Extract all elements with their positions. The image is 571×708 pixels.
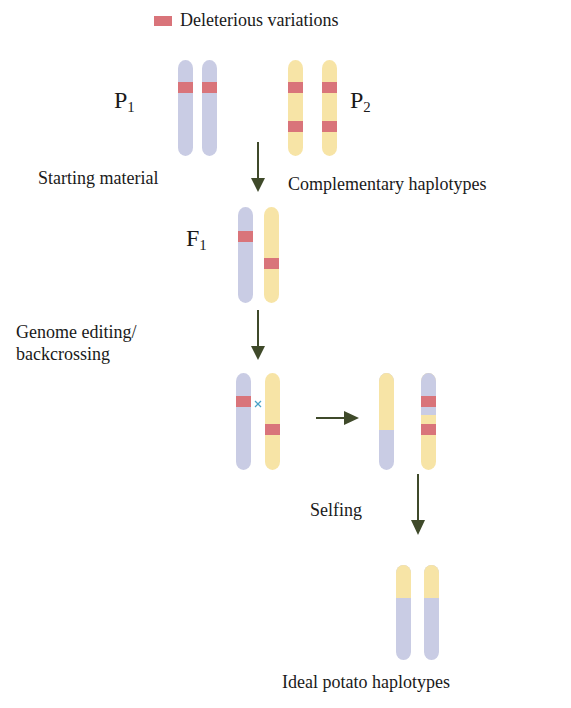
chromosome <box>421 373 436 470</box>
chromosome <box>265 373 280 470</box>
generation-label: P1 <box>114 86 135 117</box>
chromosome <box>322 60 337 156</box>
step-label: Genome editing/ backcrossing <box>16 322 151 365</box>
chromosome <box>424 565 439 660</box>
step-label: Complementary haplotypes <box>288 174 486 196</box>
step-label: Ideal potato haplotypes <box>282 672 450 694</box>
chromosome <box>202 60 217 156</box>
crossover-mark <box>255 401 261 407</box>
arrows <box>251 142 425 535</box>
chromosome <box>379 373 394 470</box>
chromosome <box>178 60 193 156</box>
legend-text: Deleterious variations <box>180 10 338 32</box>
generation-label: F1 <box>186 224 207 255</box>
chromosome <box>264 207 279 303</box>
chromosome <box>288 60 303 156</box>
chromosome <box>396 565 411 660</box>
chromosome <box>238 207 253 303</box>
chromosome <box>236 373 251 470</box>
generation-label: P2 <box>350 86 371 117</box>
step-label: Selfing <box>310 500 362 522</box>
legend-swatch <box>154 16 172 26</box>
step-label: Starting material <box>38 168 158 190</box>
